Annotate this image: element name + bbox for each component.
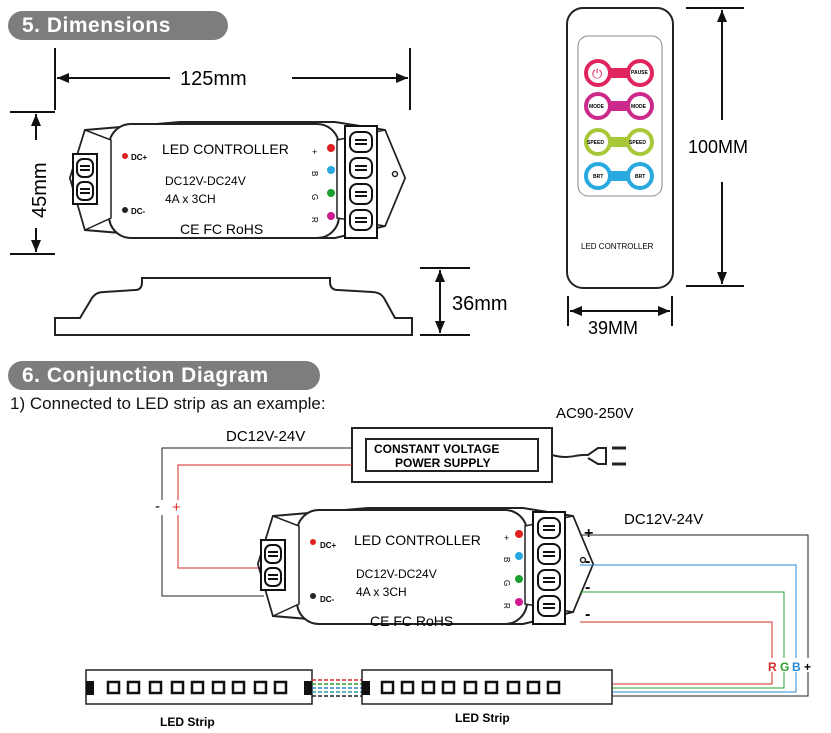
ctrl2-term-plus: + — [504, 533, 509, 543]
dim-depth: 36mm — [452, 293, 508, 315]
term-plus-label: + — [584, 525, 593, 542]
dim-remote-width: 39MM — [588, 318, 638, 338]
ctrl-dc-minus: DC- — [131, 207, 146, 216]
pos-sign: + — [172, 499, 181, 516]
remote-btn-speed-left[interactable]: SPEED — [587, 140, 604, 146]
ctrl2-voltage: DC12V-DC24V — [356, 567, 437, 581]
dim-width: 125mm — [180, 68, 247, 90]
led-strip-1-label: LED Strip — [160, 715, 215, 729]
ctrl2-dc-minus: DC- — [320, 595, 335, 604]
ctrl2-title: LED CONTROLLER — [354, 532, 481, 548]
led-strip-1 — [85, 669, 313, 705]
dc-output-label: DC12V-24V — [226, 428, 305, 445]
term-r-label: - — [585, 606, 590, 623]
ctrl2-term-b: B — [502, 557, 511, 562]
conjunction-subtitle: 1) Connected to LED strip as an example: — [10, 394, 326, 413]
ctrl-voltage: DC12V-DC24V — [165, 174, 246, 188]
dimensions-title: 5. Dimensions — [8, 11, 228, 40]
remote-label: LED CONTROLLER — [581, 242, 654, 251]
ps-line2: POWER SUPPLY — [395, 456, 491, 470]
ctrl-certs: CE FC RoHS — [180, 221, 263, 237]
led-strip-2 — [361, 669, 613, 705]
dc-output-label-2: DC12V-24V — [624, 511, 703, 528]
ctrl2-term-g: G — [502, 580, 511, 586]
ctrl-current: 4A x 3CH — [165, 192, 216, 206]
ctrl-title: LED CONTROLLER — [162, 141, 289, 157]
term-b-label: - — [585, 553, 590, 570]
plug-icon — [551, 447, 607, 465]
side-view — [54, 277, 413, 336]
ps-line1: CONSTANT VOLTAGE — [374, 442, 499, 456]
rgb-plus: + — [804, 660, 811, 674]
rgb-g: G — [780, 660, 789, 674]
remote-btn-mode-left[interactable]: MODE — [589, 104, 605, 110]
width-dim-line — [54, 48, 411, 110]
ctrl-term-plus: + — [312, 147, 317, 157]
ctrl-dc-plus: DC+ — [131, 153, 148, 162]
dim-height: 45mm — [29, 162, 51, 218]
dim-remote-height: 100MM — [688, 137, 748, 157]
remote-btn-speed-right[interactable]: SPEED — [629, 140, 646, 146]
remote-btn-mode-right[interactable]: MODE — [631, 104, 647, 110]
ctrl-term-b: B — [310, 171, 319, 176]
remote-btn-brt-right[interactable]: BRT — [635, 174, 645, 180]
ctrl2-dc-plus: DC+ — [320, 541, 337, 550]
term-g-label: - — [585, 579, 590, 596]
ctrl-term-r: R — [310, 217, 319, 223]
ctrl2-certs: CE FC RoHS — [370, 613, 453, 629]
rgb-r: R — [768, 660, 777, 674]
led-strip-2-label: LED Strip — [455, 711, 510, 725]
ctrl-term-g: G — [310, 194, 319, 200]
power-icon[interactable]: ⏻ — [592, 66, 602, 81]
remote-btn-brt-left[interactable]: BRT — [593, 174, 603, 180]
neg-sign: - — [155, 498, 160, 515]
remote-btn-pause[interactable]: PAUSE — [631, 70, 649, 76]
conjunction-title: 6. Conjunction Diagram — [8, 361, 320, 390]
ac-input: AC90-250V — [556, 405, 634, 422]
rgb-b: B — [792, 660, 801, 674]
ctrl2-term-r: R — [502, 603, 511, 609]
ctrl2-current: 4A x 3CH — [356, 585, 407, 599]
remote-buttons — [584, 59, 654, 190]
